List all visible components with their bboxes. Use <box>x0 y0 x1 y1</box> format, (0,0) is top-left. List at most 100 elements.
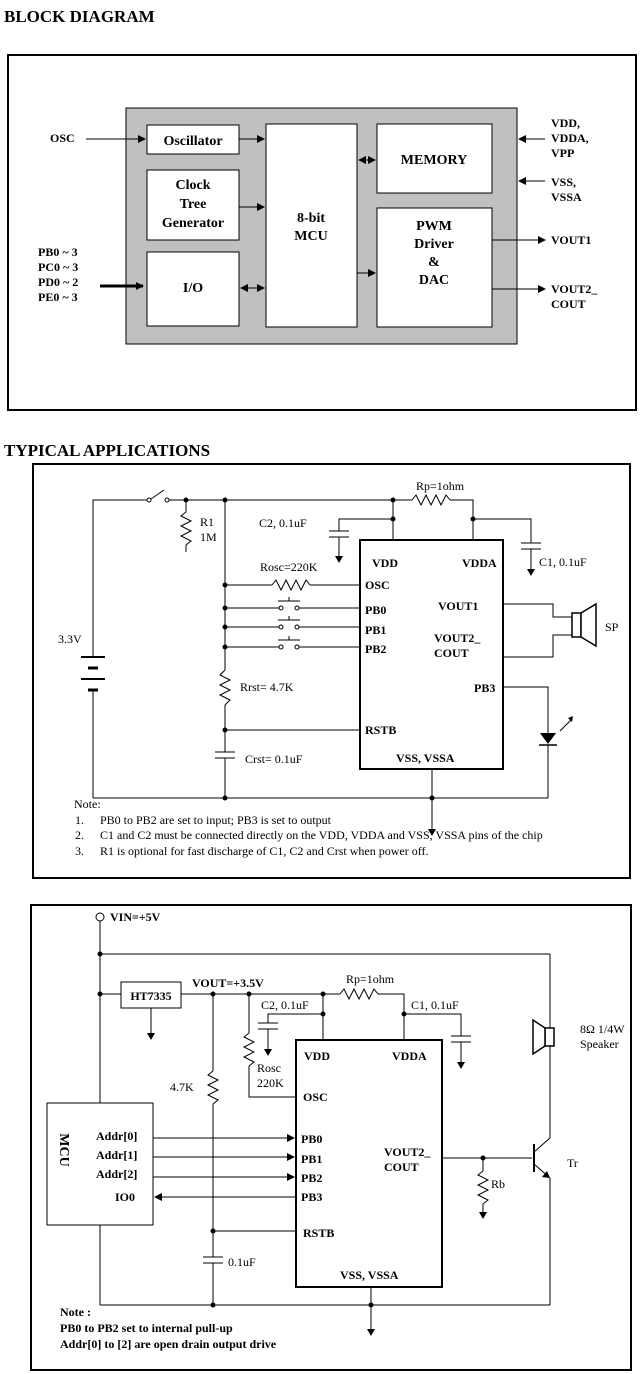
app1-c2-capacitor <box>329 530 349 563</box>
app2-rp-resistor <box>339 987 379 1001</box>
app1-pin-pb1: PB1 <box>365 623 386 637</box>
app2-regulator <box>120 981 182 1009</box>
app2-pullup-resistor <box>206 1070 220 1105</box>
app2-speaker-label: Speaker <box>580 1037 619 1051</box>
app2-tr-label: Tr <box>567 1156 578 1170</box>
app1-button-pb1 <box>225 616 360 630</box>
app1-rosc-resistor <box>271 578 311 592</box>
pwm-line2: Driver <box>414 237 454 252</box>
pwm-line1: PWM <box>416 219 452 234</box>
block-diagram: Oscillator Clock Tree Generator I/O 8-bi… <box>7 54 637 411</box>
app2-pin-vdda: VDDA <box>392 1049 427 1063</box>
app2-speaker-icon <box>532 1018 555 1056</box>
app2-transistor-icon <box>533 1137 551 1179</box>
app1-rosc-label: Rosc=220K <box>260 560 318 574</box>
memory-label: MEMORY <box>401 153 467 168</box>
app2-mcu-label: MCU <box>56 1133 71 1166</box>
app1-pin-vdda: VDDA <box>462 556 497 570</box>
app2-vout-label: VOUT=+3.5V <box>192 976 264 990</box>
app1-note-line-2: C1 and C2 must be connected directly on … <box>100 828 543 842</box>
port-label-3: PE0 ~ 3 <box>38 290 78 304</box>
app1-speaker-icon <box>571 602 597 648</box>
app1-button-pb0 <box>225 597 360 611</box>
app1-note-line-1: PB0 to PB2 are set to input; PB3 is set … <box>100 813 332 827</box>
vss-supply-line1: VSS, <box>551 175 576 189</box>
port-label-0: PB0 ~ 3 <box>38 245 78 259</box>
mcu-line2: MCU <box>294 229 327 244</box>
vdd-supply-line1: VDD, <box>551 116 580 130</box>
application-circuit-2: VIN=+5V 8Ω 1/4W Speaker HT7335 VOUT=+3.5… <box>30 904 632 1371</box>
osc-input-label: OSC <box>50 131 75 145</box>
vout1-label: VOUT1 <box>551 233 591 247</box>
application-circuit-1: VDD VDDA OSC PB0 PB1 PB2 RSTB VSS, VSSA … <box>32 463 631 879</box>
app1-c1-label: C1, 0.1uF <box>539 555 587 569</box>
app2-rst-capacitor <box>203 1256 223 1305</box>
typical-applications-title: TYPICAL APPLICATIONS <box>4 441 210 460</box>
app2-rst-capacitor-label: 0.1uF <box>228 1255 256 1269</box>
app1-pin-pb0: PB0 <box>365 603 386 617</box>
vdd-supply-line3: VPP <box>551 146 574 160</box>
vout2-line1: VOUT2_ <box>551 282 598 296</box>
app1-rrst-label: Rrst= 4.7K <box>240 680 294 694</box>
app1-crst-label: Crst= 0.1uF <box>245 752 303 766</box>
app2-rb-label: Rb <box>491 1177 505 1191</box>
app2-pin-vdd: VDD <box>304 1049 330 1063</box>
app2-c1-label: C1, 0.1uF <box>411 998 459 1012</box>
app2-rb-resistor <box>476 1170 490 1205</box>
port-label-2: PD0 ~ 2 <box>38 275 78 289</box>
oscillator-label: Oscillator <box>163 134 222 149</box>
app1-led-icon <box>539 716 573 798</box>
app1-pin-rstb: RSTB <box>365 723 396 737</box>
app1-c1-capacitor <box>521 542 541 576</box>
app1-note-number-3: 3. <box>75 844 84 858</box>
app2-pin-pb3: PB3 <box>301 1190 322 1204</box>
app1-pin-pb3: PB3 <box>474 681 495 695</box>
block-diagram-title: BLOCK DIAGRAM <box>4 7 155 26</box>
pwm-line4: DAC <box>419 273 449 288</box>
app2-mcu-addr2: Addr[2] <box>96 1167 137 1181</box>
clock-tree-block <box>146 169 240 241</box>
app2-rp-label: Rp=1ohm <box>346 972 395 986</box>
clock-tree-line1: Clock <box>176 178 211 193</box>
app2-pin-vss: VSS, VSSA <box>340 1268 399 1282</box>
app1-crst-capacitor <box>215 751 235 798</box>
app1-button-pb2 <box>225 636 360 650</box>
app2-pin-osc: OSC <box>303 1090 328 1104</box>
app2-c2-label: C2, 0.1uF <box>261 998 309 1012</box>
app1-pin-vss: VSS, VSSA <box>396 751 455 765</box>
io-block <box>146 251 240 327</box>
app2-rosc-label: Rosc <box>257 1061 281 1075</box>
app2-rosc-value: 220K <box>257 1076 284 1090</box>
app2-speaker-rating: 8Ω 1/4W <box>580 1022 625 1036</box>
oscillator-block <box>146 124 240 155</box>
app1-c2-label: C2, 0.1uF <box>259 516 307 530</box>
app1-note-number-2: 2. <box>75 828 84 842</box>
io-label: I/O <box>183 281 203 296</box>
port-label-1: PC0 ~ 3 <box>38 260 78 274</box>
app2-pin-pb1: PB1 <box>301 1152 322 1166</box>
app2-vin-label: VIN=+5V <box>110 910 161 924</box>
app1-pin-vdd: VDD <box>372 556 398 570</box>
app2-chip <box>295 1039 443 1288</box>
vss-supply-line2: VSSA <box>551 190 582 204</box>
app1-power-switch <box>146 489 170 503</box>
app2-rosc-resistor <box>242 1032 256 1067</box>
app2-c1-capacitor <box>451 1035 471 1069</box>
app1-pin-vout1: VOUT1 <box>438 599 478 613</box>
memory-block <box>376 123 493 194</box>
mcu-block <box>265 123 358 328</box>
app1-pin-osc: OSC <box>365 578 390 592</box>
app1-r1-resistor <box>179 511 193 546</box>
clock-tree-line2: Tree <box>180 197 207 212</box>
app2-note-line-2: Addr[0] to [2] are open drain output dri… <box>60 1337 277 1351</box>
app2-pin-pb0: PB0 <box>301 1132 322 1146</box>
app2-mcu-block <box>46 1102 154 1226</box>
app2-mcu-io0: IO0 <box>115 1190 135 1204</box>
app1-rrst-resistor <box>218 669 232 706</box>
app1-battery <box>81 650 105 798</box>
mcu-line1: 8-bit <box>297 211 325 226</box>
app2-vin-terminal <box>95 912 105 922</box>
app2-pin-rstb: RSTB <box>303 1226 334 1240</box>
pwm-line3: & <box>428 255 440 270</box>
app1-rp-label: Rp=1ohm <box>416 479 465 493</box>
